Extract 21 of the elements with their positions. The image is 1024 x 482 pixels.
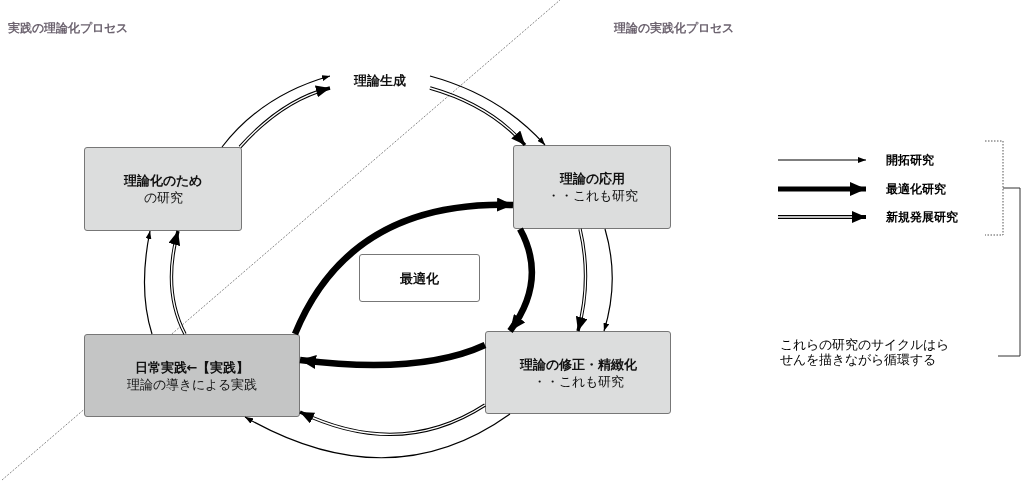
legend-label: 新規発展研究 [886,209,958,226]
note-text: これらの研究のサイクルはらせんを描きながら循環する [780,337,950,367]
node-title: 理論化のため [124,172,202,189]
section-title: 実践の理論化プロセス [8,20,128,37]
process-box [84,334,300,417]
node-subtitle: の研究 [143,189,183,206]
legend-label: 最適化研究 [886,181,946,198]
process-box [359,254,480,302]
node-subtitle: ・・これも研究 [532,372,624,390]
node-title: 最適化 [400,269,439,287]
node-subtitle: 理論の導きによる実践 [127,375,257,393]
process-box [485,331,671,414]
node-title: 理論生成 [354,71,406,89]
node-title: 日常実践←【実践】 [134,358,250,376]
legend-label: 開拓研究 [886,152,934,169]
process-box [84,147,242,231]
process-box [513,145,671,229]
node-subtitle: ・・これも研究 [546,187,638,204]
node-title: 理論の応用 [559,170,625,187]
section-title: 理論の実践化プロセス [614,20,734,37]
node-title: 理論の修正・精緻化 [519,355,637,373]
